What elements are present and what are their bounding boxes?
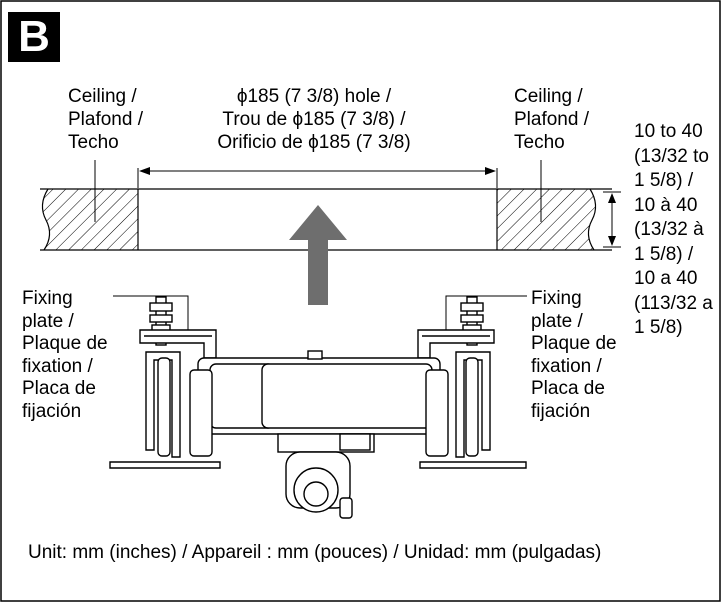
hole-label: ϕ185 (7 3/8) hole / Trou de ϕ185 (7 3/8)…: [180, 85, 448, 154]
fixing-plate-label-line: Fixing: [22, 288, 73, 309]
hole-label-line-2: Trou de ϕ185 (7 3/8) /: [222, 109, 406, 130]
insert-direction-arrow: [289, 205, 347, 305]
ceiling-label-line: Ceiling /: [68, 86, 137, 107]
fixing-plate-label-line: fijación: [22, 400, 82, 422]
fixing-plate-label-line: fixation /: [531, 355, 602, 377]
ceiling-label-line: Techo: [68, 132, 119, 153]
fixing-plate-label-line: Plaque de: [531, 333, 617, 354]
fixing-plate-label-line: Fixing: [531, 288, 582, 309]
ceiling-label-left: Ceiling / Plafond / Techo: [68, 85, 143, 154]
fixing-plate-label-line: Placa de: [531, 378, 605, 399]
ceiling-label-line: Techo: [514, 132, 565, 153]
fixing-plate-label-line: fixation /: [22, 355, 93, 377]
thickness-label-line: 1 5/8) /: [634, 243, 694, 265]
figure-badge: B: [8, 12, 60, 62]
ceiling-slab: [40, 188, 612, 251]
fixing-leader-right: [445, 295, 527, 330]
thickness-dimension-arrow: [603, 191, 621, 248]
hole-label-line-3: Orificio de ϕ185 (7 3/8): [217, 132, 411, 153]
ceiling-label-line: Plafond /: [514, 109, 589, 130]
fixing-plate-label-line: plate /: [22, 310, 74, 332]
camera-mount-assembly: [109, 296, 527, 519]
fixing-plate-label-line: fijación: [531, 400, 591, 422]
fixing-plate-label-left: Fixing plate / Plaque de fixation / Plac…: [22, 288, 108, 423]
ceiling-label-line: Ceiling /: [514, 86, 583, 107]
fixing-plate-label-line: Plaque de: [22, 333, 108, 354]
ceiling-label-line: Plafond /: [68, 109, 143, 130]
thickness-label-line: (113/32 a: [634, 292, 713, 314]
thickness-label-line: 10 a 40: [634, 268, 698, 289]
fixing-leader-left: [113, 295, 189, 330]
hole-dimension-arrow: [137, 167, 498, 188]
ceiling-label-right: Ceiling / Plafond / Techo: [514, 85, 589, 154]
fixing-plate-label-right: Fixing plate / Plaque de fixation / Plac…: [531, 288, 617, 423]
thickness-label-line: 10 to 40: [634, 121, 703, 142]
thickness-label-line: 1 5/8) /: [634, 170, 694, 191]
thickness-label-line: (13/32 to: [634, 145, 709, 167]
thickness-label-line: 10 à 40: [634, 194, 698, 216]
unit-note: Unit: mm (inches) / Appareil : mm (pouce…: [28, 542, 602, 563]
hole-label-line-1: ϕ185 (7 3/8) hole /: [236, 86, 392, 107]
fixing-plate-label-line: Placa de: [22, 378, 96, 399]
thickness-label: 10 to 40 (13/32 to 1 5/8) / 10 à 40 (13/…: [634, 120, 713, 341]
thickness-label-line: 1 5/8): [634, 317, 683, 338]
thickness-label-line: (13/32 à: [634, 219, 704, 240]
fixing-plate-label-line: plate /: [531, 310, 583, 332]
